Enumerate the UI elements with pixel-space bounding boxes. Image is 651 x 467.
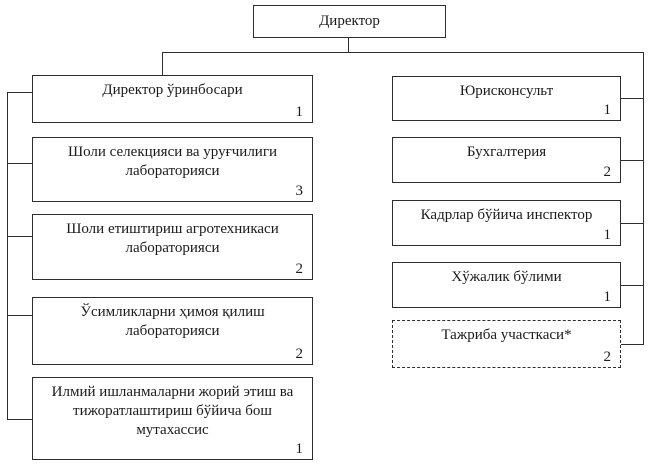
node-label: Кадрлар бўйича инспектор xyxy=(420,207,593,223)
connector-stub-left-2 xyxy=(7,163,33,164)
connector-stub-right-3 xyxy=(620,223,644,224)
connector-stub-right-1 xyxy=(620,98,644,99)
staff-count: 2 xyxy=(603,164,612,180)
connector-stub-right-5 xyxy=(620,344,644,345)
org-node-household-department: Хўжалик бўлими 1 xyxy=(392,262,621,308)
connector-left-drop xyxy=(162,52,163,75)
node-label: Директор ўринбосари xyxy=(102,82,243,98)
staff-count: 2 xyxy=(295,346,304,362)
connector-stub-left-3 xyxy=(7,236,33,237)
connector-stub-left-1 xyxy=(7,92,33,93)
org-node-chief-specialist-commercialization: Илмий ишланмаларни жорий этиш ва тижорат… xyxy=(32,377,313,460)
org-node-accounting: Бухгалтерия 2 xyxy=(392,137,621,183)
node-label: Бухгалтерия xyxy=(466,144,547,160)
staff-count: 3 xyxy=(295,183,304,199)
staff-count: 2 xyxy=(295,261,304,277)
node-label: Хўжалик бўлими xyxy=(451,269,562,285)
connector-top-horizontal xyxy=(162,52,644,53)
org-node-hr-inspector: Кадрлар бўйича инспектор 1 xyxy=(392,200,621,246)
connector-stub-right-2 xyxy=(620,160,644,161)
staff-count: 1 xyxy=(295,441,304,457)
staff-count: 1 xyxy=(295,104,304,120)
connector-stub-right-4 xyxy=(620,285,644,286)
connector-right-drop xyxy=(643,52,644,344)
org-node-legal-counsel: Юрисконсульт 1 xyxy=(392,76,621,121)
staff-count: 1 xyxy=(603,227,612,243)
node-label: Тажриба участкаси* xyxy=(441,327,572,343)
connector-left-spine xyxy=(7,92,8,419)
org-node-experimental-plot: Тажриба участкаси* 2 xyxy=(392,320,621,368)
staff-count: 1 xyxy=(603,289,612,305)
connector-stub-left-4 xyxy=(7,315,33,316)
node-label: Шоли етиштириш агротехникаси лаборатория… xyxy=(66,221,279,256)
node-label: Ўсимликларни ҳимоя қилиш лабораторияси xyxy=(80,304,265,339)
org-node-plant-protection-lab: Ўсимликларни ҳимоя қилиш лабораторияси 2 xyxy=(32,297,313,365)
staff-count: 2 xyxy=(603,349,612,365)
node-label: Илмий ишланмаларни жорий этиш ва тижорат… xyxy=(51,384,294,438)
staff-count: 1 xyxy=(603,102,612,118)
org-node-director: Директор xyxy=(253,5,446,38)
connector-stub-left-5 xyxy=(7,419,33,420)
connector-root-stub xyxy=(348,38,349,52)
node-label: Директор xyxy=(319,13,380,29)
node-label: Юрисконсульт xyxy=(459,83,554,99)
org-node-rice-selection-seed-lab: Шоли селекцияси ва уруғчилиги лаборатори… xyxy=(32,137,313,202)
org-node-deputy-director: Директор ўринбосари 1 xyxy=(32,75,313,123)
org-node-rice-agrotechnics-lab: Шоли етиштириш агротехникаси лаборатория… xyxy=(32,214,313,280)
node-label: Шоли селекцияси ва уруғчилиги лаборатори… xyxy=(67,144,278,179)
